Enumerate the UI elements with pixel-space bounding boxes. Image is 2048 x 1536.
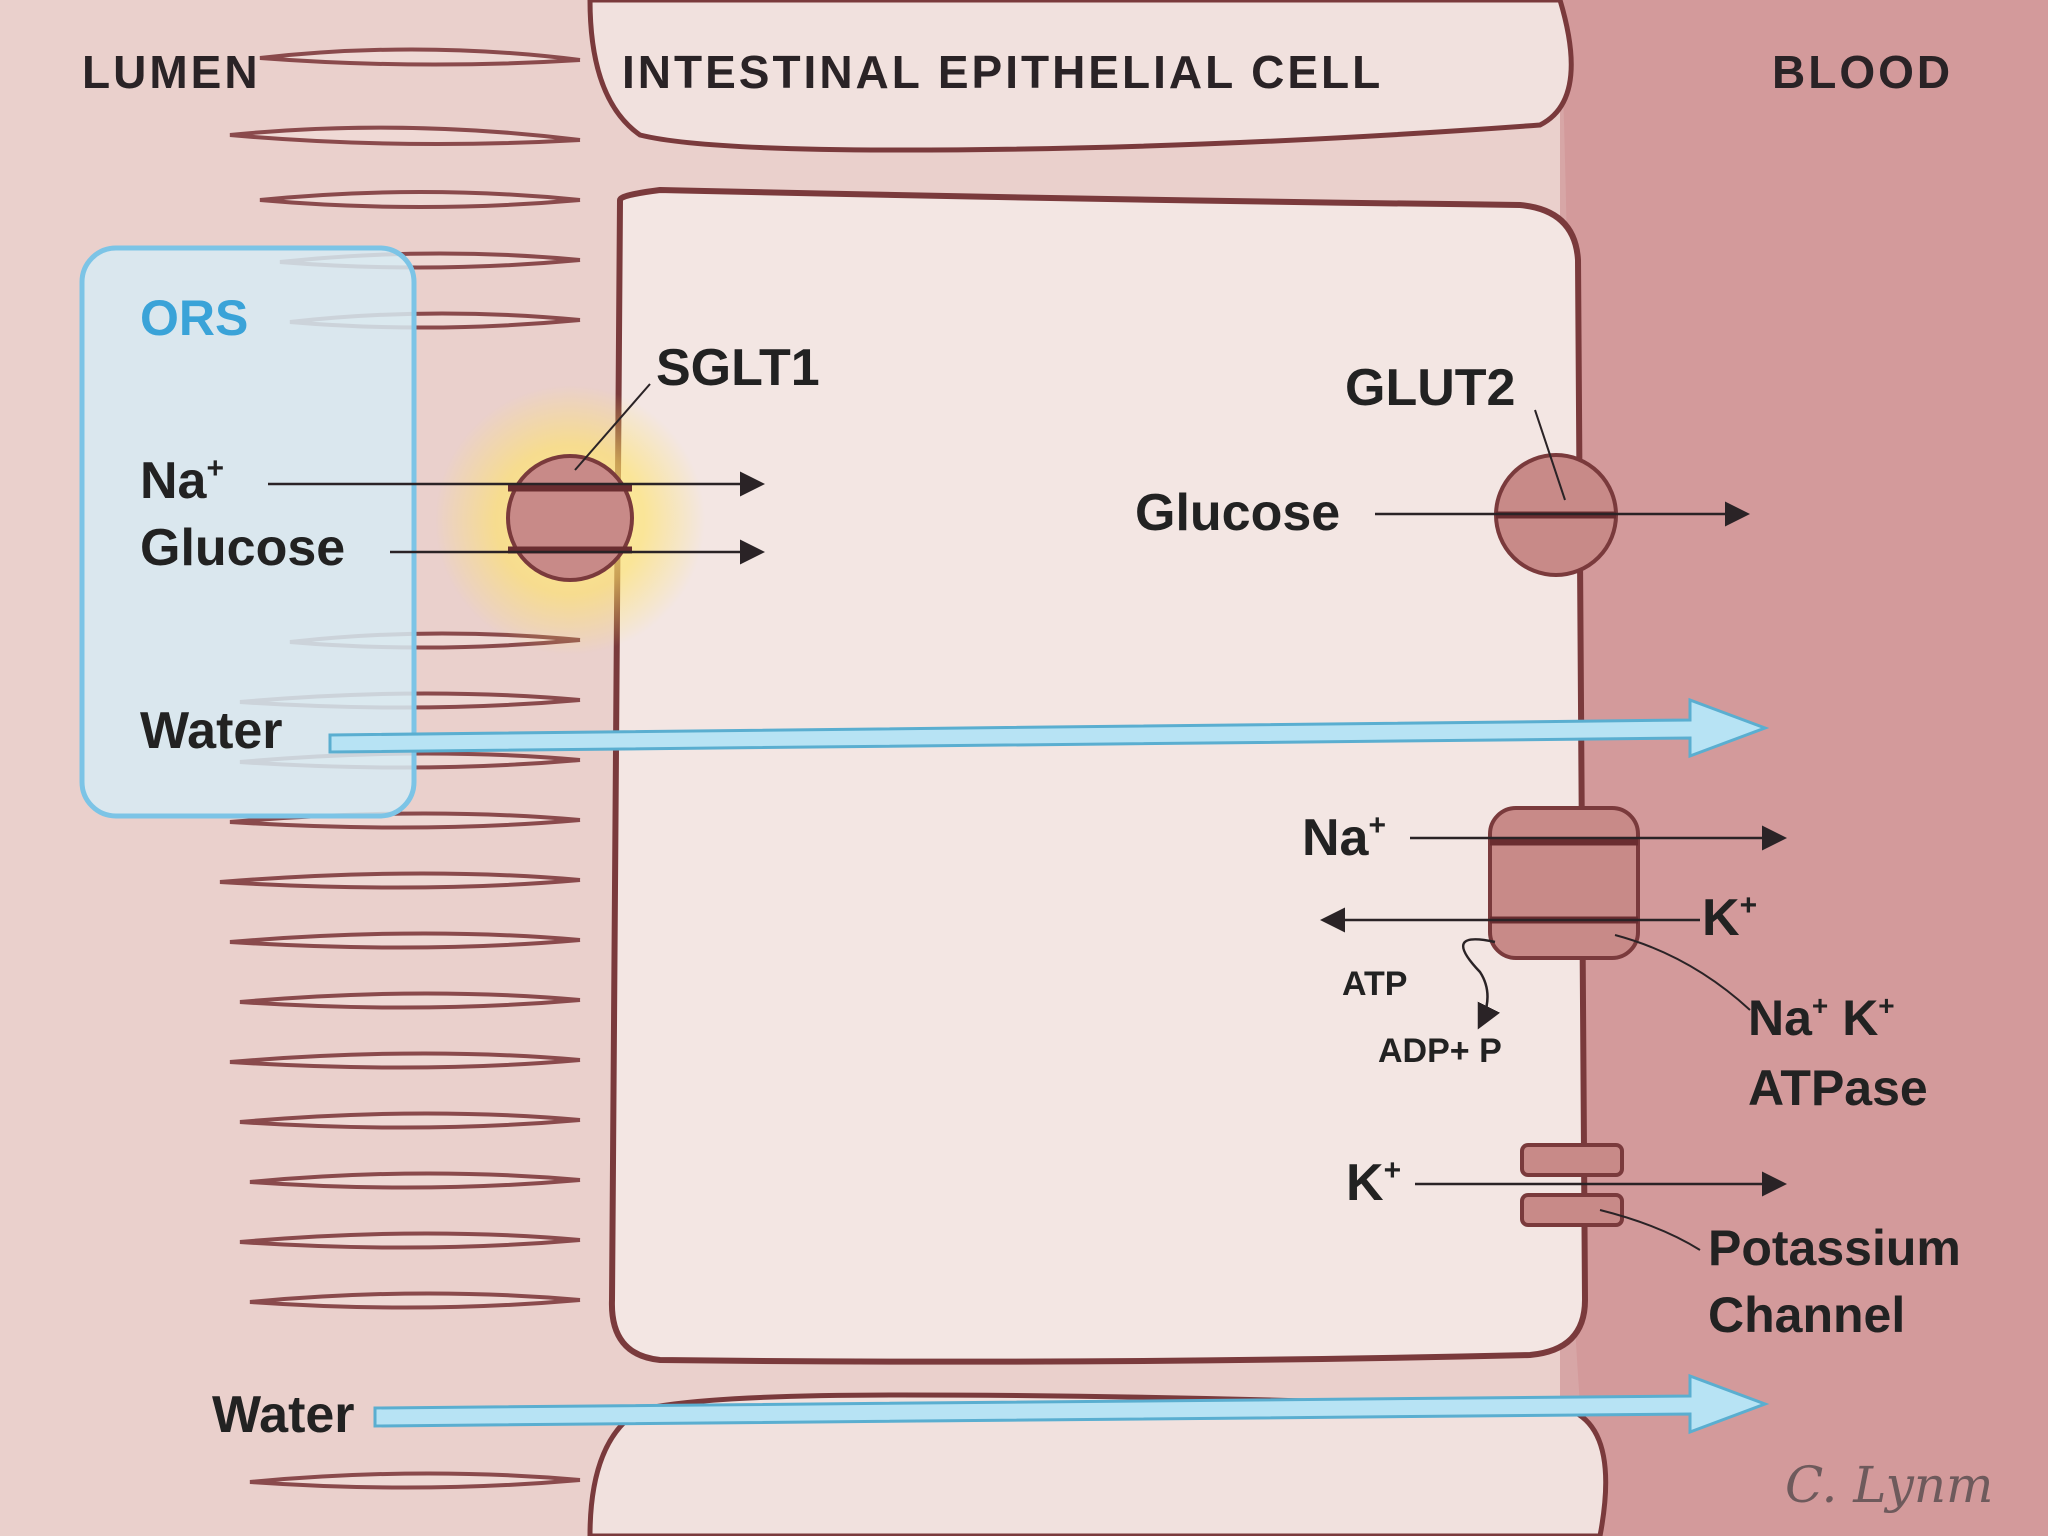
potassium-channel-leader: [1599, 1209, 1701, 1251]
lumen-header: LUMEN: [82, 46, 261, 98]
atp-curve-arrow: [1461, 938, 1501, 1030]
adp-label: ADP+ P: [1378, 1032, 1502, 1070]
microvilli: [219, 47, 581, 1490]
sglt1-transporter: [506, 454, 634, 582]
channel-name-line1: Potassium: [1708, 1220, 1961, 1276]
ors-title: ORS: [140, 290, 248, 346]
ors-glucose-label: Glucose: [140, 519, 345, 577]
channel-name-line2: Channel: [1708, 1287, 1905, 1343]
blood-edge: [1560, 0, 2048, 1536]
ors-box: [79, 245, 417, 819]
epithelial-cell: [608, 186, 1589, 1365]
blood-header: BLOOD: [1772, 46, 1953, 98]
pump-k-label: K+: [1702, 889, 1757, 947]
ors-na-label: Na+: [140, 452, 224, 510]
potassium-channel: [1520, 1143, 1624, 1227]
atpase-name-line1: Na+ K+: [1748, 990, 1895, 1046]
top-neighbor-cell: [587, 0, 1574, 153]
atpase-leader: [1614, 934, 1751, 1011]
glut2-glucose-label: Glucose: [1135, 484, 1340, 542]
sglt1-label: SGLT1: [656, 339, 820, 397]
artist-signature: C. Lynm: [1785, 1456, 1993, 1514]
atpase-name-line2: ATPase: [1748, 1060, 1928, 1116]
channel-k-label: K+: [1346, 1154, 1401, 1212]
glut2-leader: [1534, 409, 1566, 501]
sglt1-leader: [574, 383, 651, 471]
bottom-water-label: Water: [212, 1386, 355, 1444]
cell-header: INTESTINAL EPITHELIAL CELL: [622, 46, 1383, 98]
pump-na-label: Na+: [1302, 809, 1386, 867]
water-arrow-upper: [328, 697, 1770, 759]
atp-label: ATP: [1342, 965, 1407, 1003]
glut2-label: GLUT2: [1345, 359, 1515, 417]
water-arrow-lower: [373, 1373, 1770, 1435]
ors-water-label: Water: [140, 702, 283, 760]
